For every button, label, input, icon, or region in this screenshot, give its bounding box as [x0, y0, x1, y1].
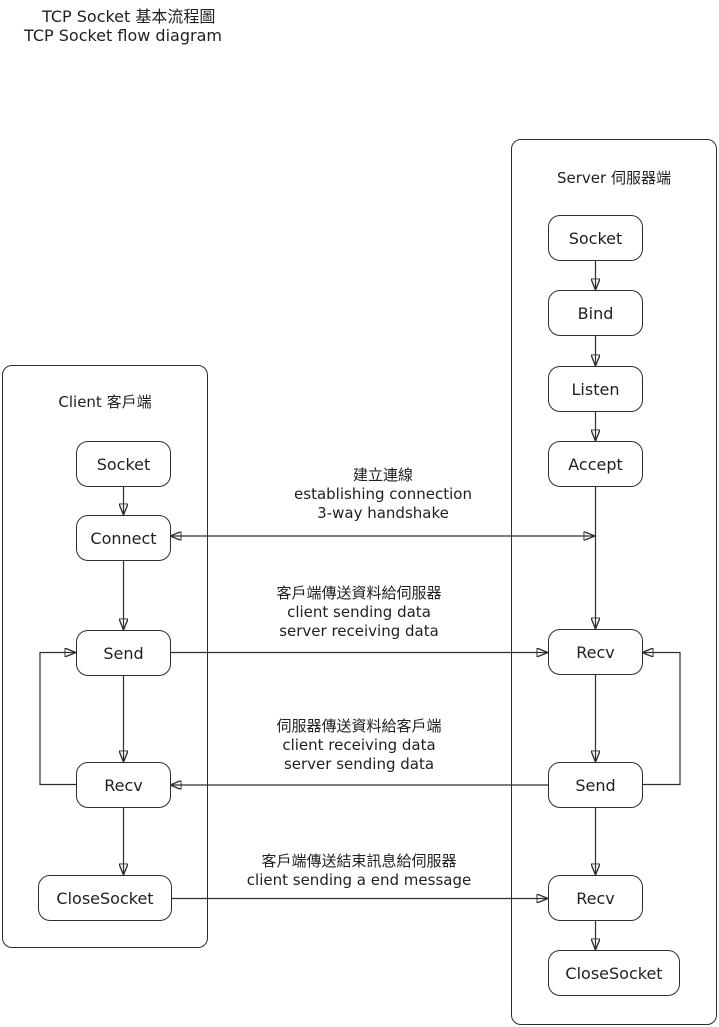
arrow-client-recv-loop-to-send	[39, 653, 76, 786]
client-node-connect: Connect	[76, 515, 171, 561]
connection-label-server-sending: 伺服器傳送資料給客戶端 client receiving data server…	[219, 717, 499, 774]
client-node-socket: Socket	[76, 441, 171, 487]
client-node-send: Send	[76, 630, 171, 676]
server-node-bind: Bind	[548, 290, 643, 336]
label-line: server receiving data	[279, 622, 439, 640]
label-line: 客戶端傳送資料給伺服器	[276, 584, 442, 602]
server-node-accept: Accept	[548, 441, 643, 487]
label-line: client sending data	[287, 603, 431, 621]
connection-label-establish: 建立連線 establishing connection 3-way hands…	[243, 466, 523, 523]
server-node-send: Send	[548, 762, 643, 808]
label-line: 伺服器傳送資料給客戶端	[276, 717, 442, 735]
connection-label-close-message: 客戶端傳送結束訊息給伺服器 client sending a end messa…	[219, 852, 499, 890]
server-node-closesocket: CloseSocket	[548, 950, 680, 996]
label-line: server sending data	[283, 755, 435, 773]
server-node-socket: Socket	[548, 215, 643, 261]
title-line-en: TCP Socket flow diagram	[24, 26, 222, 45]
server-node-listen: Listen	[548, 366, 643, 412]
label-line: 客戶端傳送結束訊息給伺服器	[261, 852, 457, 870]
label-line: client receiving data	[282, 736, 436, 754]
client-group-box: Client 客戶端	[2, 365, 208, 948]
server-group-header: Server 伺服器端	[557, 169, 671, 187]
client-node-closesocket: CloseSocket	[38, 875, 172, 921]
label-line: client sending a end message	[246, 871, 472, 889]
client-group-header: Client 客戶端	[58, 393, 152, 411]
arrow-server-send-loop-to-recv	[642, 653, 681, 786]
label-line: 建立連線	[352, 466, 413, 484]
connection-label-client-sending: 客戶端傳送資料給伺服器 client sending data server r…	[219, 584, 499, 641]
client-node-recv: Recv	[76, 762, 171, 808]
server-group-box: Server 伺服器端	[511, 139, 717, 1025]
label-line: establishing connection	[294, 485, 472, 503]
title-line-zh: TCP Socket 基本流程圖	[42, 7, 216, 26]
label-line: 3-way handshake	[317, 504, 449, 522]
server-node-recv: Recv	[548, 629, 643, 675]
server-node-recv2: Recv	[548, 875, 643, 921]
